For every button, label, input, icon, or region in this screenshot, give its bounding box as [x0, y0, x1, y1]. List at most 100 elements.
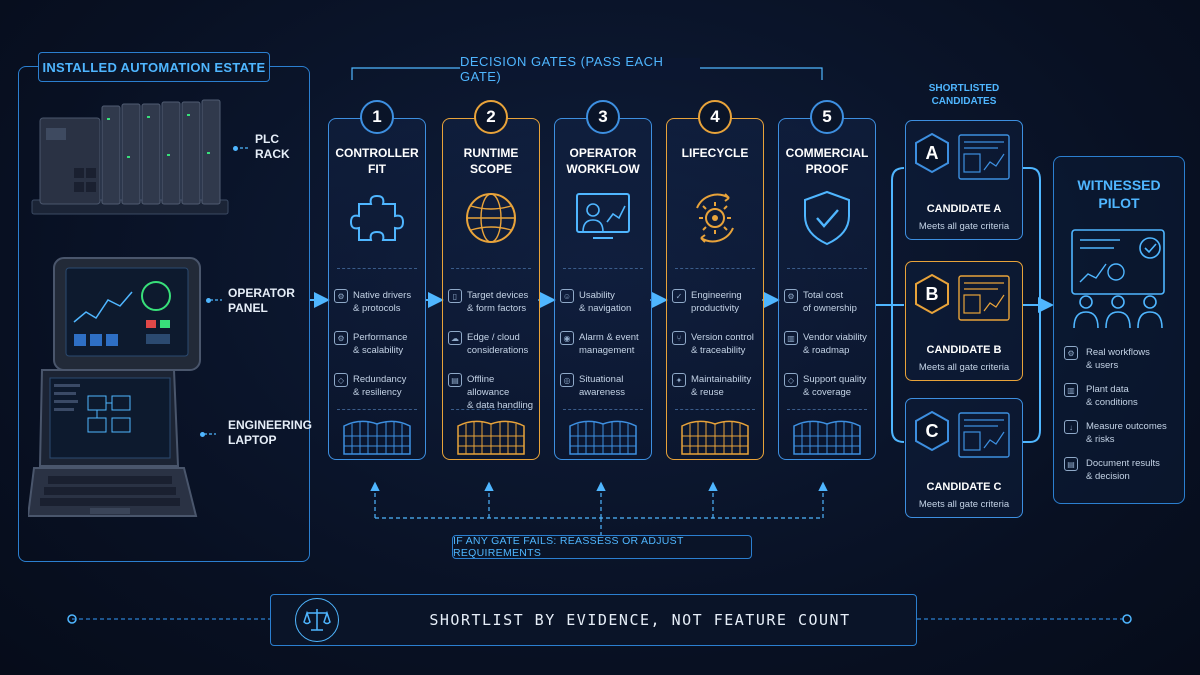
witnessed-pilot-panel: [1053, 156, 1185, 504]
gate-fail-feedback: IF ANY GATE FAILS: REASSESS OR ADJUST RE…: [452, 535, 752, 559]
plc-rack-icon: [31, 99, 229, 215]
gear-icon: ⚙: [1064, 346, 1078, 360]
gate-3-divider-lower: [563, 409, 643, 410]
hexagon-icon: [915, 410, 949, 452]
candidate-report-icon: [958, 134, 1010, 180]
candidate-letter: A: [925, 142, 939, 163]
gate-2-divider: [451, 268, 531, 269]
gate-3-number: 3: [586, 100, 620, 134]
scales-icon: [295, 598, 339, 642]
gate-4-number: 4: [698, 100, 732, 134]
operator-screen-icon: [576, 193, 630, 239]
eye-icon: ◎: [560, 373, 574, 387]
gate-5-number: 5: [810, 100, 844, 134]
shortlisted-candidates-heading: SHORTLISTED CANDIDATES: [928, 83, 1000, 107]
candidate-letter: C: [925, 420, 939, 441]
candidate-name: CANDIDATE C: [926, 481, 1002, 493]
plc-connector-dot: [233, 146, 238, 151]
user-icon: ☺: [560, 289, 574, 303]
branch-icon: ⑂: [672, 331, 686, 345]
wrench-icon: ✦: [672, 373, 686, 387]
gate-barrier-icon: [457, 420, 525, 455]
gate-4-title: LIFECYCLE: [681, 146, 749, 160]
pilot-item: ▤ Document results & decision: [1064, 457, 1179, 483]
check-icon: ✓: [672, 289, 686, 303]
gate-barrier-icon: [793, 420, 861, 455]
gate-1-criterion: ◇ Redundancy & resiliency: [334, 373, 420, 399]
document-icon: ▤: [1064, 457, 1078, 471]
globe-icon: [466, 193, 516, 243]
gate-5-criterion: ◇ Support quality & coverage: [784, 373, 870, 399]
candidate-letter: B: [925, 283, 939, 304]
candidate-status: Meets all gate criteria: [918, 221, 1010, 232]
gate-5-title: COMMERCIAL PROOF: [785, 146, 869, 176]
gate-3-title: OPERATOR WORKFLOW: [566, 146, 640, 176]
shield-check-icon: [804, 190, 850, 246]
cloud-icon: ☁: [448, 331, 462, 345]
laptop-connector-dot: [200, 432, 205, 437]
measure-icon: ↓: [1064, 420, 1078, 434]
gate-barrier-icon: [343, 420, 411, 455]
plant-data-icon: ▥: [1064, 383, 1078, 397]
gate-2-criterion: ☁ Edge / cloud considerations: [448, 331, 534, 357]
gate-1-divider-lower: [337, 409, 417, 410]
witnessed-pilot-title: WITNESSED PILOT: [1077, 177, 1161, 211]
cycle-gear-icon: [696, 193, 734, 243]
gate-5-criterion: ▥ Vendor viability & roadmap: [784, 331, 870, 357]
gear-icon: ⚙: [334, 331, 348, 345]
banner-text: SHORTLIST BY EVIDENCE, NOT FEATURE COUNT: [429, 611, 851, 629]
device-icon: ▯: [448, 289, 462, 303]
gate-2-criterion: ▤ Offline allowance & data handling: [448, 373, 534, 412]
engineering-laptop-icon: [28, 369, 198, 517]
gate-3-criterion: ◎ Situational awareness: [560, 373, 646, 399]
pilot-item: ▥ Plant data & conditions: [1064, 383, 1179, 409]
operator-panel-label: OPERATOR PANEL: [228, 286, 295, 315]
gate-4-criterion: ✓ Engineering productivity: [672, 289, 758, 315]
pilot-item: ↓ Measure outcomes & risks: [1064, 420, 1179, 446]
gate-1-criterion: ⚙ Native drivers & protocols: [334, 289, 420, 315]
gate-1-divider: [337, 268, 417, 269]
gear-icon: ⚙: [784, 289, 798, 303]
shield-icon: ◇: [784, 373, 798, 387]
gate-2-title: RUNTIME SCOPE: [463, 146, 519, 176]
candidate-name: CANDIDATE A: [926, 203, 1002, 215]
panel-connector-dot: [206, 298, 211, 303]
gate-5-divider-lower: [787, 409, 867, 410]
puzzle-icon: [349, 194, 405, 241]
gate-4-divider: [675, 268, 755, 269]
shield-icon: ◇: [334, 373, 348, 387]
gate-3-divider: [563, 268, 643, 269]
candidate-status: Meets all gate criteria: [918, 362, 1010, 373]
estate-title: INSTALLED AUTOMATION ESTATE: [38, 52, 270, 82]
gate-2-criterion: ▯ Target devices & form factors: [448, 289, 534, 315]
gate-barrier-icon: [681, 420, 749, 455]
gate-4-criterion: ⑂ Version control & traceability: [672, 331, 758, 357]
candidate-report-icon: [958, 275, 1010, 321]
operator-panel-icon: [53, 257, 201, 371]
gate-5-divider: [787, 268, 867, 269]
candidate-name: CANDIDATE B: [926, 344, 1002, 356]
bell-icon: ◉: [560, 331, 574, 345]
gear-icon: ⚙: [334, 289, 348, 303]
gate-3-criterion: ☺ Usability & navigation: [560, 289, 646, 315]
pilot-item: ⚙ Real workflows & users: [1064, 346, 1179, 372]
engineering-laptop-label: ENGINEERING LAPTOP: [228, 418, 313, 447]
gate-2-divider-lower: [451, 409, 531, 410]
decision-gates-title: DECISION GATES (PASS EACH GATE): [460, 54, 700, 84]
gate-1-number: 1: [360, 100, 394, 134]
candidate-status: Meets all gate criteria: [918, 499, 1010, 510]
pilot-review-icon: [1071, 229, 1165, 329]
plc-rack-label: PLC RACK: [255, 132, 290, 161]
gate-4-criterion: ✦ Maintainability & reuse: [672, 373, 758, 399]
gate-4-divider-lower: [675, 409, 755, 410]
data-icon: ▤: [448, 373, 462, 387]
chart-icon: ▥: [784, 331, 798, 345]
bottom-banner: [270, 594, 917, 646]
gate-barrier-icon: [569, 420, 637, 455]
hexagon-icon: [915, 273, 949, 315]
candidate-report-icon: [958, 412, 1010, 458]
gate-1-criterion: ⚙ Performance & scalability: [334, 331, 420, 357]
gate-2-number: 2: [474, 100, 508, 134]
gate-1-title: CONTROLLER FIT: [335, 146, 419, 176]
